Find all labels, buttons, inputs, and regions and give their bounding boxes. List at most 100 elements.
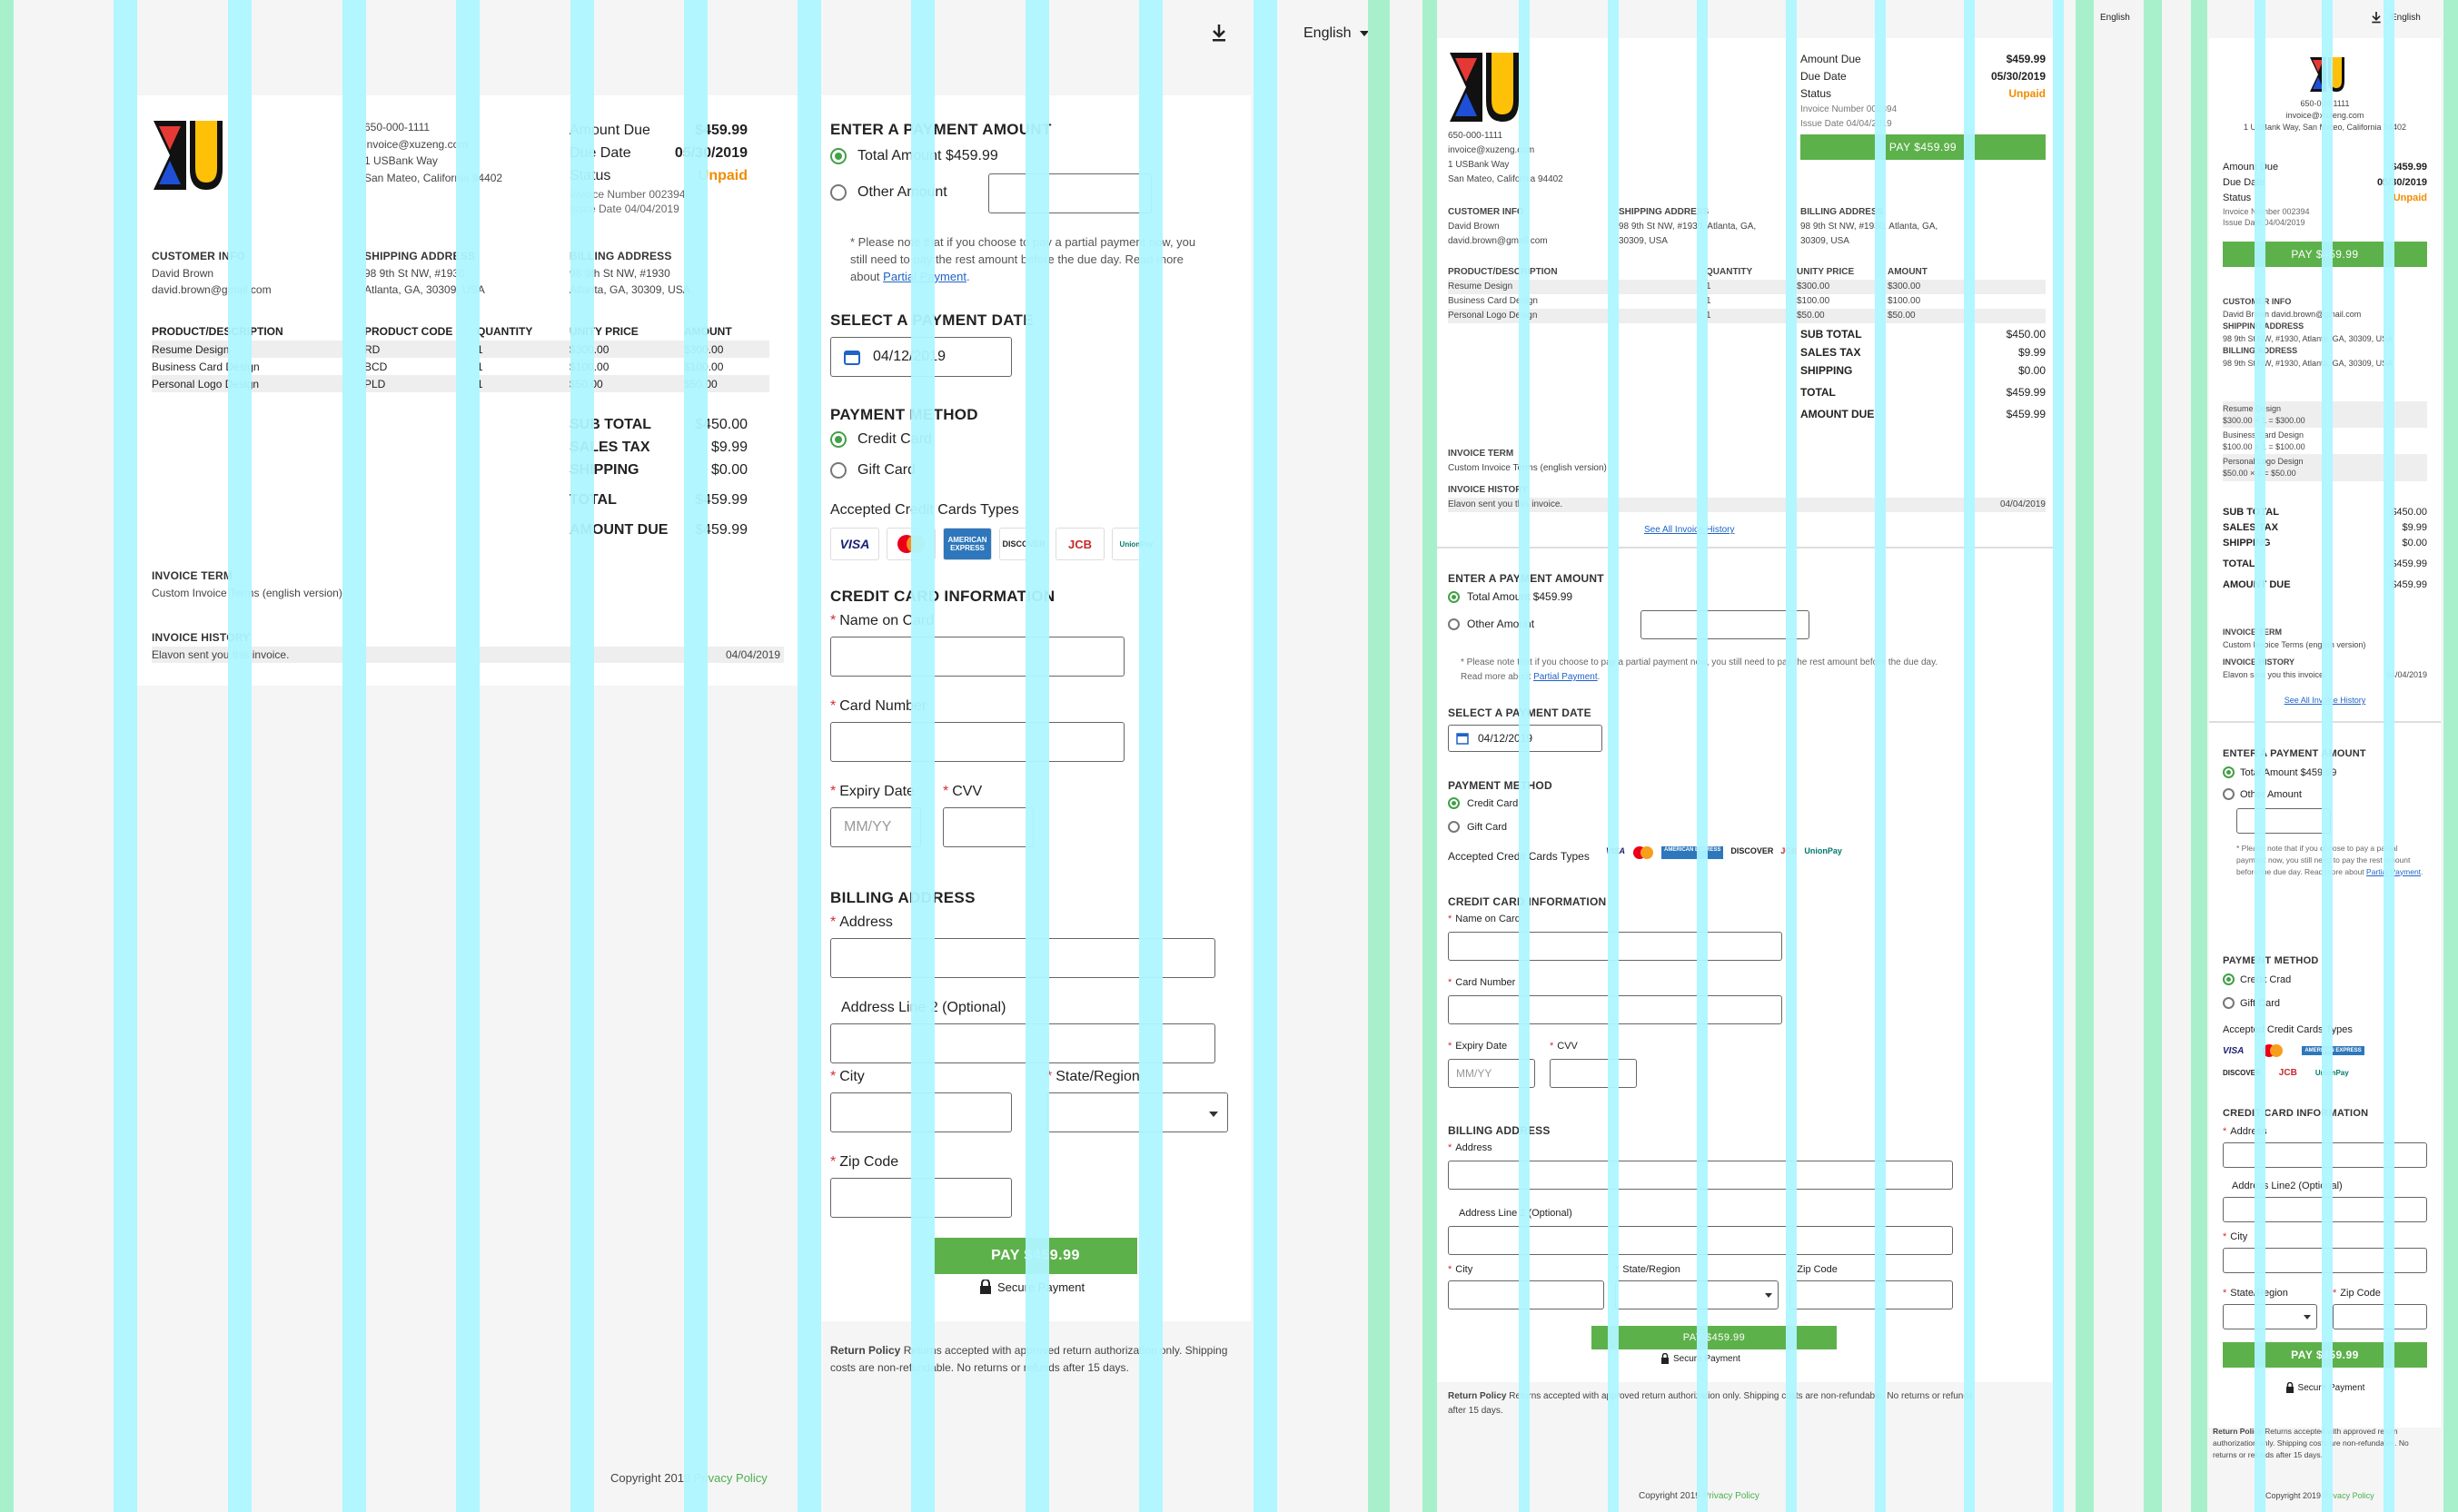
amex-icon: AMERICAN EXPRESS — [943, 528, 992, 560]
credit-card-option[interactable]: Credit Card — [1448, 797, 1518, 809]
calendar-icon — [844, 351, 860, 365]
other-amount-option[interactable]: Other Amount — [1448, 618, 1534, 630]
language-label[interactable]: English — [2391, 12, 2421, 23]
download-icon[interactable] — [1211, 24, 1227, 42]
total-amount-option[interactable]: Total Amount $459.99 — [1448, 590, 1572, 603]
state-select[interactable] — [2223, 1304, 2317, 1329]
col-header-qty: QUANTITY — [477, 325, 533, 338]
company-address-2: San Mateo, California 94402 — [364, 171, 503, 184]
shipping-address-label: SHIPPING ADDRESS — [1619, 207, 1710, 217]
overlay-stripe — [1608, 0, 1619, 1512]
privacy-link[interactable]: Privacy Policy — [1702, 1491, 1759, 1501]
card-number-label: *Card Number — [1448, 977, 1516, 988]
totals-block: SUB TOTAL$450.00 SALES TAX$9.99 SHIPPING… — [570, 413, 748, 541]
company-email: invoice@xuzeng.com — [364, 137, 469, 151]
history-text: Elavon sent you this invoice. — [2223, 669, 2326, 679]
other-amount-input[interactable] — [988, 173, 1152, 213]
cell-qty: 1 — [477, 342, 483, 356]
cell-desc: Business Card Design — [152, 360, 260, 373]
cc-info-label: CREDIT CARD INFORMATION — [830, 588, 1056, 605]
amount-due-total-value: $459.99 — [695, 522, 748, 538]
address-label: *Address — [1448, 1142, 1492, 1153]
privacy-link[interactable]: Privacy Policy — [693, 1471, 768, 1485]
billing-address: 98 9th St NW, #1930, Atlanta, GA, 30309,… — [1800, 222, 1938, 246]
overlay-stripe — [911, 0, 935, 1512]
copyright: Copyright 2019 Privacy Policy — [2265, 1491, 2374, 1500]
partial-payment-link[interactable]: Partial Payment — [1533, 672, 1598, 682]
copyright: Copyright 2019 Privacy Policy — [610, 1471, 768, 1485]
cvv-label: *CVV — [943, 784, 983, 799]
state-select[interactable] — [1046, 1092, 1228, 1132]
billing-address-label: BILLING ADDRESS — [1800, 207, 1884, 217]
zip-input[interactable] — [1789, 1280, 1953, 1309]
total-amount-option[interactable]: Total Amount $459.99 — [2223, 766, 2336, 778]
history-text: Elavon sent you this invoice. — [1448, 499, 1563, 509]
overlay-stripe — [1875, 0, 1886, 1512]
status-badge: Unpaid — [2393, 193, 2427, 203]
overlay-stripe — [1519, 0, 1530, 1512]
overlay-band — [2076, 0, 2094, 1512]
status-badge: Unpaid — [2008, 87, 2046, 100]
col-header-unit-price: UNITY PRICE — [1797, 267, 1855, 277]
language-label[interactable]: English — [2100, 12, 2130, 23]
privacy-link[interactable]: Privacy Policy — [2323, 1491, 2374, 1500]
amount-due-value: $459.99 — [2391, 162, 2427, 173]
status-label: Status — [1800, 87, 1832, 100]
company-address-1: 1 USBank Way — [1448, 160, 1510, 170]
overlay-band — [1368, 0, 1390, 1512]
card-number-input[interactable] — [830, 722, 1125, 762]
overlay-stripe — [684, 0, 708, 1512]
company-phone: 650-000-1111 — [364, 121, 431, 133]
col-header-code: PRODUCT CODE — [364, 325, 453, 338]
chevron-down-icon — [1360, 31, 1370, 36]
overlay-stripe — [2384, 0, 2394, 1512]
due-date-label: Due Date — [2223, 177, 2265, 188]
gift-card-option[interactable]: Gift Card — [2223, 997, 2280, 1009]
invoice-number: Invoice Number 002394 — [2223, 207, 2310, 216]
zip-input[interactable] — [2333, 1304, 2427, 1329]
billing-line-2: Atlanta, GA, 30309, USA — [570, 283, 690, 297]
credit-card-option[interactable]: Credit Crad — [2223, 973, 2291, 985]
card-logos: VISA AMERICAN EXPRESS DISCOVER JCB Union… — [1606, 846, 1842, 859]
billing-line-1: 98 9th St NW, #1930 — [570, 266, 670, 280]
enter-amount-label: ENTER A PAYMENT AMOUNT — [2223, 748, 2366, 759]
amount-due-label: Amount Due — [1800, 53, 1861, 65]
state-label: *State/Region — [1046, 1069, 1140, 1084]
gift-card-option[interactable]: Gift Card — [1448, 821, 1507, 833]
customer-info-label: CUSTOMER INFO — [152, 250, 246, 262]
cvv-label: *CVV — [1550, 1041, 1578, 1052]
lock-icon — [980, 1280, 991, 1294]
address-line2-label: Address Line 2 (Optional) — [1459, 1208, 1572, 1219]
language-selector[interactable]: English — [1303, 25, 1370, 42]
discover-icon: DISCOVER — [1730, 846, 1774, 855]
tablet-totals: SUB TOTAL$450.00 SALES TAX$9.99 SHIPPING… — [1800, 328, 2046, 420]
overlay-stripe — [2255, 0, 2265, 1512]
expiry-input[interactable]: MM/YY — [830, 807, 921, 847]
tablet-card: 650-000-1111 invoice@xuzeng.com 1 USBank… — [1437, 38, 2057, 1382]
see-all-history-link[interactable]: See All Invoice History — [1644, 525, 1735, 535]
gift-card-option[interactable]: Gift Card — [830, 462, 916, 479]
col-header-description: PRODUCT/DESCRIPTION — [152, 325, 283, 338]
overlay-band — [2144, 0, 2162, 1512]
overlay-stripe — [1697, 0, 1708, 1512]
gift-card-label: Gift Card — [857, 462, 917, 478]
overlay-stripe — [228, 0, 252, 1512]
overlay-stripe — [1254, 0, 1277, 1512]
download-icon[interactable] — [2371, 11, 2382, 24]
cvv-input[interactable] — [943, 807, 1034, 847]
invoice-term-label: INVOICE TERM — [2223, 628, 2283, 637]
sales-tax-value: $9.99 — [710, 440, 748, 455]
other-amount-input[interactable] — [1640, 610, 1809, 639]
radio-icon — [830, 184, 847, 201]
customer-email: david.brown@gmail.com — [2271, 309, 2362, 319]
city-label: *City — [1448, 1264, 1473, 1275]
jcb-icon: JCB — [1056, 528, 1105, 560]
company-phone: 650-000-1111 — [1448, 131, 1503, 141]
name-on-card-input[interactable] — [830, 637, 1125, 677]
other-amount-input[interactable] — [2236, 808, 2331, 834]
overlay-stripe — [114, 0, 137, 1512]
billing-address: 98 9th St NW, #1930, Atlanta, GA, 30309,… — [2223, 358, 2394, 368]
pay-button-top[interactable]: PAY $459.99 — [1800, 134, 2046, 160]
pay-button[interactable]: PAY $459.99 — [1591, 1326, 1837, 1349]
cvv-input[interactable] — [1550, 1059, 1637, 1088]
